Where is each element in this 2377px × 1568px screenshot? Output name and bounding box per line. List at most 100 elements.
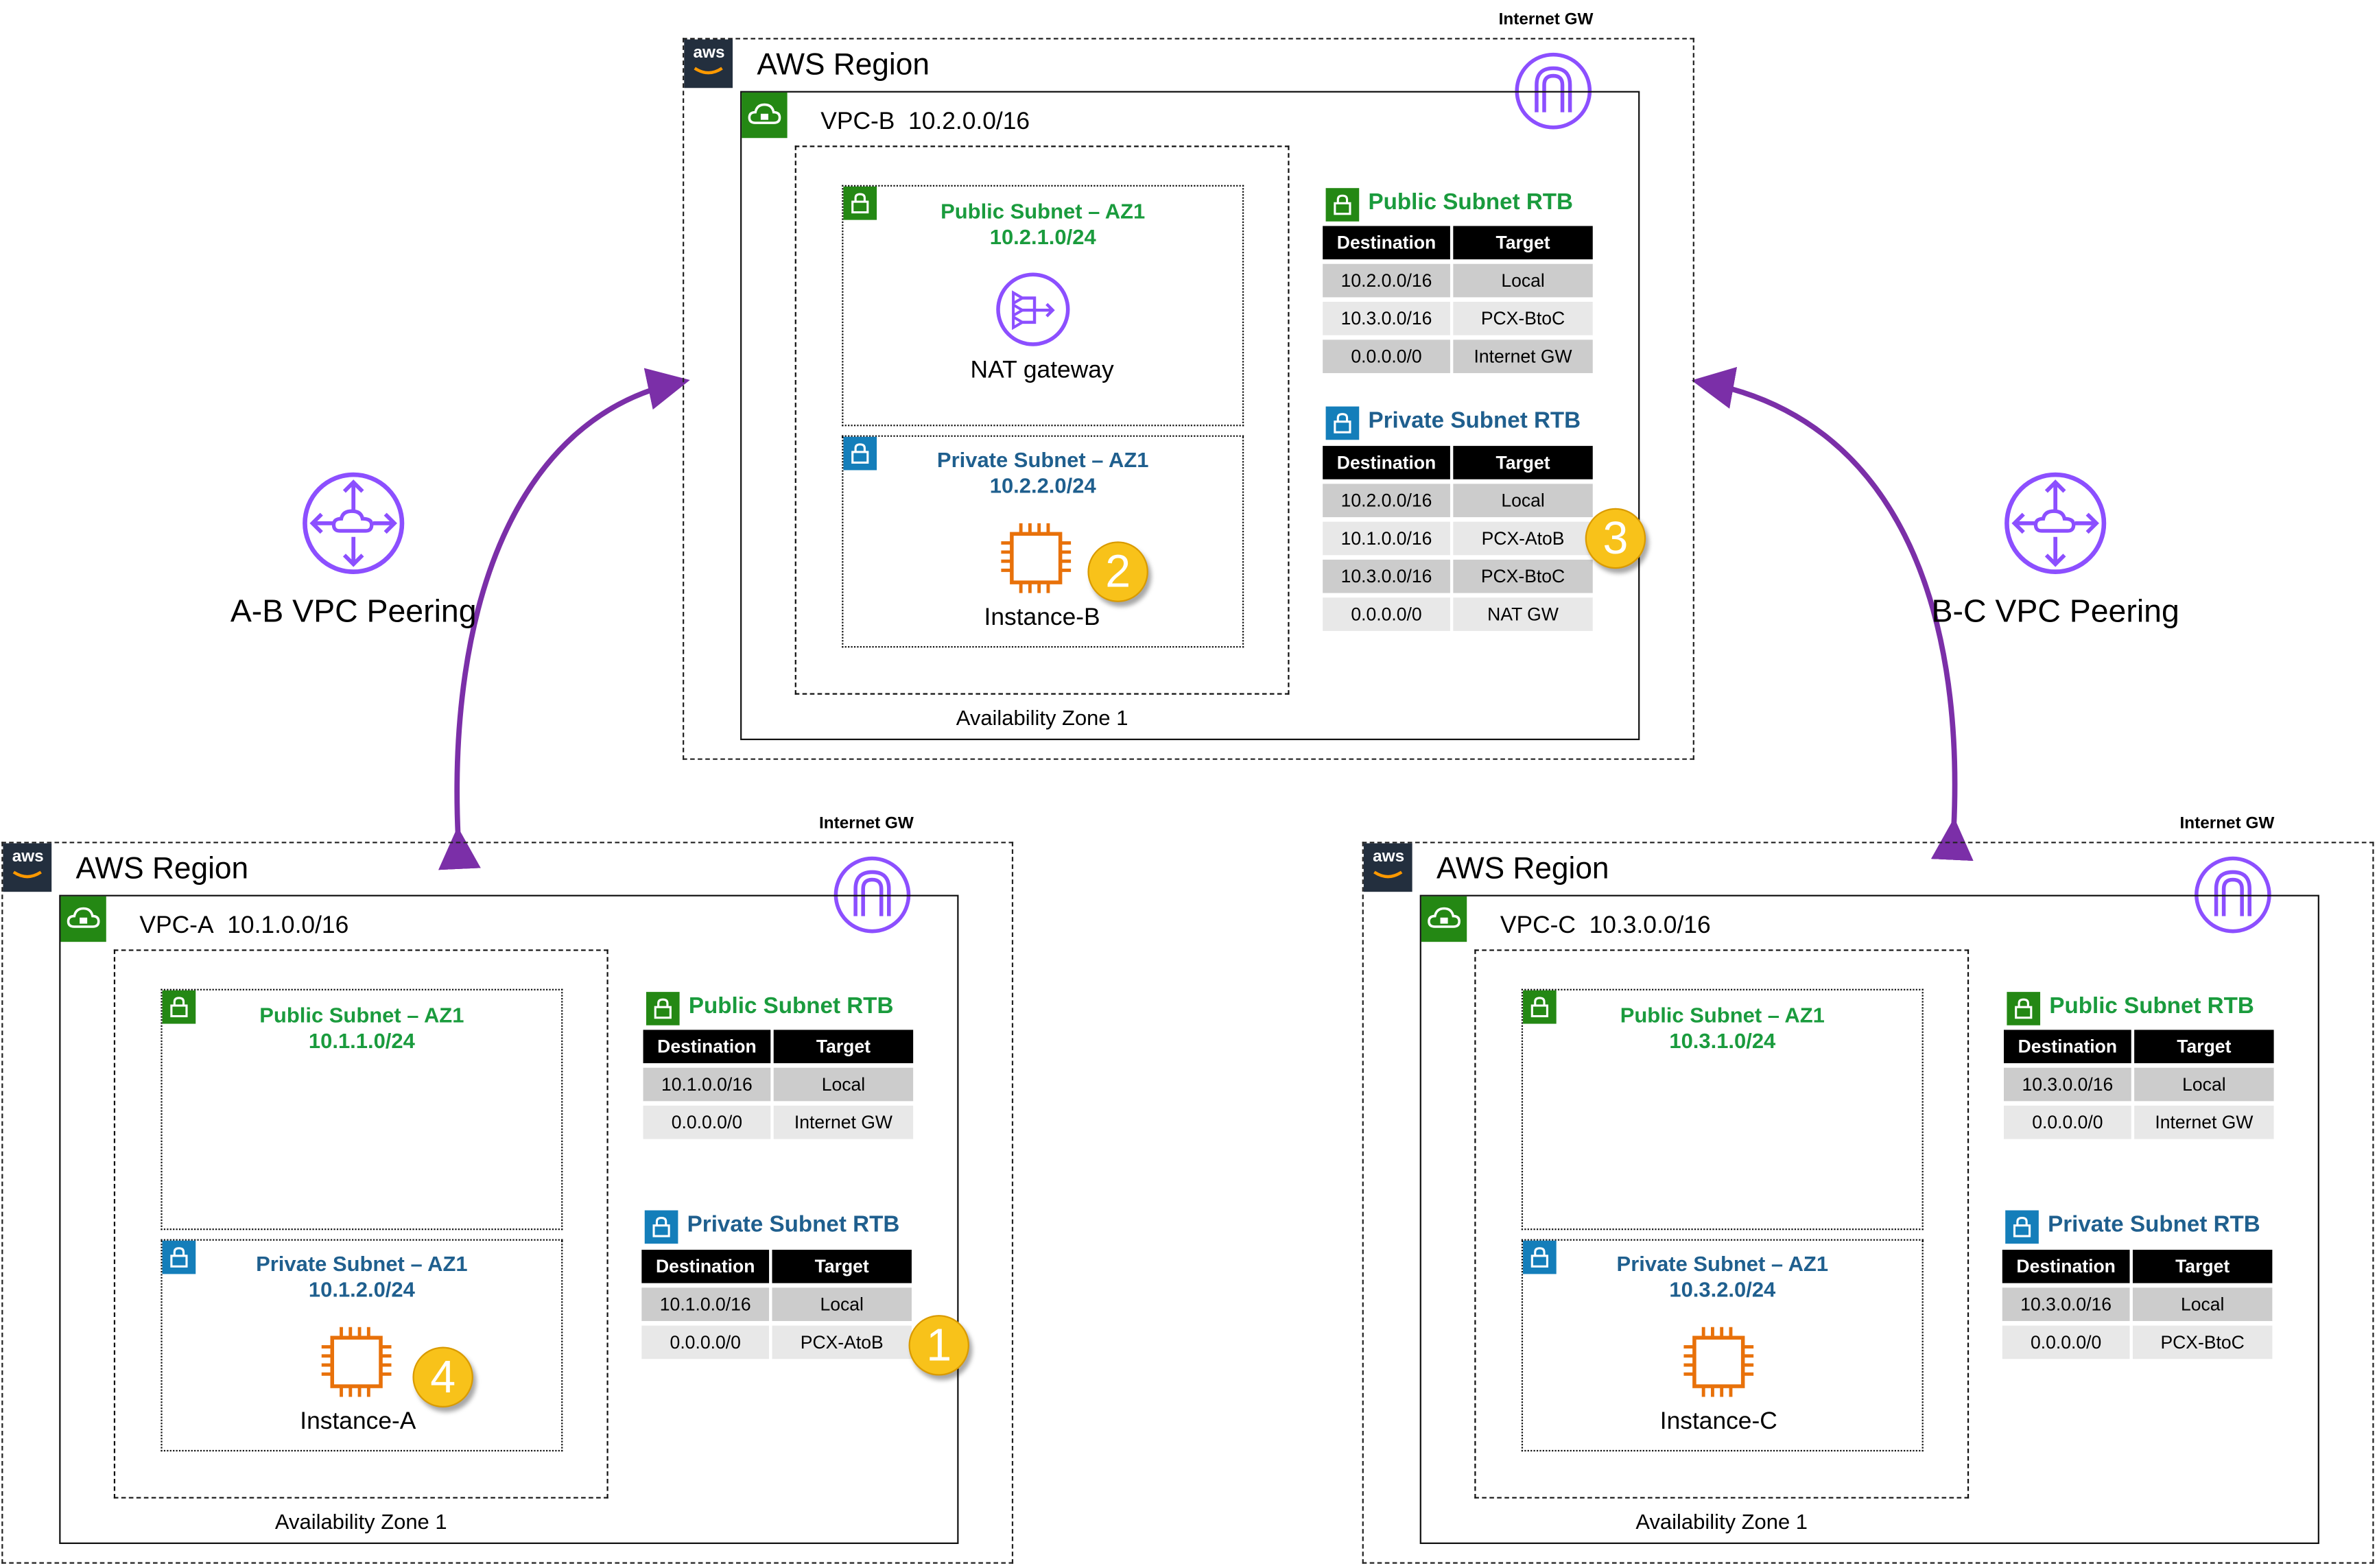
padlock-icon [162, 1240, 196, 1274]
cloud-lock-icon [742, 92, 788, 139]
padlock-icon [2005, 1210, 2039, 1244]
step-badge: 4 [412, 1346, 473, 1407]
destination-header: Destination [2002, 1250, 2130, 1283]
route-target: PCX-AtoB [772, 1325, 912, 1359]
rtb-title: Public Subnet RTB [2049, 993, 2254, 1019]
route-target: PCX-BtoC [1453, 302, 1593, 335]
subnet-title: Private Subnet – AZ1 [1616, 1251, 1829, 1276]
availability-zone-a [113, 949, 608, 1499]
public-subnet-b: Public Subnet – AZ1 10.2.1.0/24 [842, 185, 1244, 427]
route-destination: 0.0.0.0/0 [2003, 1105, 2131, 1139]
vpc-b: VPC-B 10.2.0.0/16 [740, 91, 1640, 741]
destination-header: Destination [641, 1250, 770, 1283]
vpc-name: VPC-B [820, 109, 895, 135]
ec2-chip-icon [321, 1327, 392, 1397]
target-header: Target [773, 1030, 914, 1064]
vpc-name: VPC-C [1500, 913, 1576, 939]
vpc-name: VPC-A [139, 913, 214, 939]
instance-label: Instance-A [300, 1409, 416, 1435]
ec2-chip-icon [1683, 1327, 1754, 1397]
route-target: Internet GW [1453, 340, 1593, 373]
private-subnet-b: Private Subnet – AZ1 10.2.2.0/24 [842, 435, 1244, 648]
vpc-cidr: 10.1.0.0/16 [227, 913, 349, 939]
subnet-title: Public Subnet – AZ1 [941, 198, 1146, 224]
private-subnet-c: Private Subnet – AZ1 10.3.2.0/24 [1521, 1239, 1924, 1452]
aws-logo-icon: aws [684, 39, 733, 88]
route-target: Internet GW [2134, 1105, 2274, 1139]
route-target: Local [1453, 263, 1593, 298]
route-destination: 10.3.0.0/16 [1323, 559, 1450, 593]
private-subnet-a: Private Subnet – AZ1 10.1.2.0/24 [161, 1239, 563, 1452]
subnet-cidr: 10.1.1.0/24 [308, 1028, 415, 1053]
padlock-icon [1523, 990, 1557, 1024]
region-title: AWS Region [757, 48, 930, 82]
route-target: PCX-BtoC [2132, 1325, 2273, 1359]
rtb-title: Private Subnet RTB [687, 1211, 900, 1238]
vpc-c: VPC-C 10.3.0.0/16 [1419, 894, 2319, 1545]
subnet-title: Private Subnet – AZ1 [256, 1251, 468, 1276]
instance-label: Instance-B [984, 605, 1100, 631]
aws-region-a: aws AWS Region [1, 842, 1014, 1564]
padlock-icon [2007, 992, 2041, 1025]
rtb-title: Private Subnet RTB [2048, 1211, 2260, 1238]
destination-header: Destination [2003, 1030, 2131, 1064]
region-title: AWS Region [75, 852, 249, 886]
route-destination: 10.2.0.0/16 [1323, 484, 1450, 518]
route-destination: 10.2.0.0/16 [1323, 263, 1450, 298]
route-destination: 0.0.0.0/0 [2002, 1325, 2130, 1359]
ec2-chip-icon [1001, 523, 1072, 593]
route-destination: 10.1.0.0/16 [641, 1287, 770, 1321]
padlock-icon [162, 990, 196, 1024]
ab-peering-arrow [438, 368, 690, 870]
az-label: Availability Zone 1 [274, 1509, 447, 1534]
subnet-cidr: 10.3.1.0/24 [1669, 1028, 1776, 1053]
vpc-a: VPC-A 10.1.0.0/16 [59, 894, 959, 1545]
route-target: PCX-AtoB [1453, 521, 1593, 556]
public-subnet-c: Public Subnet – AZ1 10.3.1.0/24 [1521, 988, 1924, 1231]
route-destination: 0.0.0.0/0 [643, 1105, 771, 1139]
step-badge: 1 [908, 1315, 969, 1376]
internet-gateway-label: Internet GW [1498, 10, 1594, 29]
route-destination: 10.3.0.0/16 [2003, 1067, 2131, 1102]
vpc-peering-router-icon [2005, 472, 2107, 574]
route-destination: 10.1.0.0/16 [643, 1067, 771, 1102]
vpc-cidr: 10.2.0.0/16 [908, 109, 1030, 135]
cloud-lock-icon [1421, 896, 1467, 942]
step-badge: 2 [1087, 541, 1148, 602]
subnet-cidr: 10.2.1.0/24 [989, 224, 1096, 249]
route-target: Local [1453, 484, 1593, 518]
rtb-title: Public Subnet RTB [1368, 189, 1574, 215]
internet-gateway-icon [2195, 856, 2271, 934]
target-header: Target [1453, 446, 1593, 479]
subnet-cidr: 10.2.2.0/24 [989, 473, 1096, 498]
target-header: Target [1453, 226, 1593, 260]
subnet-cidr: 10.3.2.0/24 [1669, 1276, 1776, 1302]
padlock-icon [644, 1210, 678, 1244]
internet-gateway-icon [833, 856, 911, 934]
destination-header: Destination [1323, 226, 1450, 260]
route-destination: 0.0.0.0/0 [1323, 597, 1450, 631]
route-target: Local [773, 1067, 914, 1102]
aws-region-c: aws AWS Region [1362, 842, 2374, 1564]
